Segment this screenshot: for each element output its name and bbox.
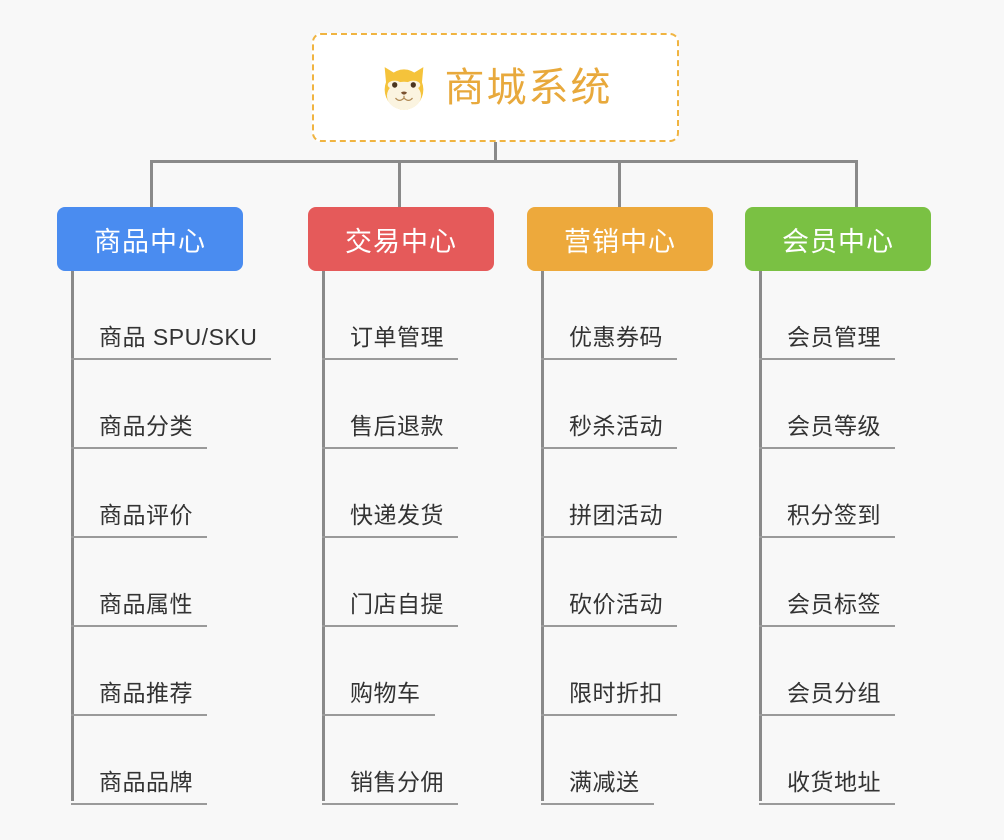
leaf-underline: 会员管理 bbox=[759, 323, 895, 360]
leaf-item[interactable]: 满减送 bbox=[527, 716, 713, 805]
leaf-item[interactable]: 会员标签 bbox=[745, 538, 931, 627]
leaf-label: 商品属性 bbox=[99, 590, 193, 617]
shiba-dog-face-icon bbox=[384, 66, 423, 110]
leaf-label: 会员等级 bbox=[787, 412, 881, 439]
leaf-item[interactable]: 售后退款 bbox=[308, 360, 494, 449]
leaf-underline: 商品推荐 bbox=[71, 679, 207, 716]
leaf-label: 售后退款 bbox=[350, 412, 444, 439]
leaf-item[interactable]: 购物车 bbox=[308, 627, 494, 716]
leaf-underline: 砍价活动 bbox=[541, 590, 677, 627]
leaf-label: 积分签到 bbox=[787, 501, 881, 528]
leaf-item[interactable]: 砍价活动 bbox=[527, 538, 713, 627]
connector-drop-4 bbox=[855, 160, 858, 207]
leaf-label: 商品推荐 bbox=[99, 679, 193, 706]
leaf-label: 会员分组 bbox=[787, 679, 881, 706]
leaf-underline: 满减送 bbox=[541, 768, 654, 805]
leaf-item[interactable]: 积分签到 bbox=[745, 449, 931, 538]
leaf-label: 收货地址 bbox=[787, 768, 881, 795]
branch-header-2[interactable]: 交易中心 bbox=[308, 207, 494, 271]
leaf-item[interactable]: 限时折扣 bbox=[527, 627, 713, 716]
leaf-label: 满减送 bbox=[569, 768, 640, 795]
leaf-item[interactable]: 商品分类 bbox=[57, 360, 243, 449]
leaf-list-4: 会员管理会员等级积分签到会员标签会员分组收货地址 bbox=[745, 271, 931, 805]
leaf-label: 商品分类 bbox=[99, 412, 193, 439]
leaf-underline: 限时折扣 bbox=[541, 679, 677, 716]
leaf-item[interactable]: 秒杀活动 bbox=[527, 360, 713, 449]
connector-bus bbox=[150, 160, 858, 163]
root-title: 商城系统 bbox=[444, 65, 613, 110]
connector-drop-1 bbox=[150, 160, 153, 207]
branch-header-4[interactable]: 会员中心 bbox=[745, 207, 931, 271]
leaf-item[interactable]: 优惠券码 bbox=[527, 271, 713, 360]
leaf-item[interactable]: 门店自提 bbox=[308, 538, 494, 627]
leaf-label: 拼团活动 bbox=[569, 501, 663, 528]
leaf-item[interactable]: 快递发货 bbox=[308, 449, 494, 538]
leaf-item[interactable]: 会员等级 bbox=[745, 360, 931, 449]
leaf-underline: 订单管理 bbox=[322, 323, 458, 360]
leaf-underline: 商品属性 bbox=[71, 590, 207, 627]
leaf-item[interactable]: 会员分组 bbox=[745, 627, 931, 716]
branch-column-4: 会员中心会员管理会员等级积分签到会员标签会员分组收货地址 bbox=[745, 207, 931, 805]
branch-column-1: 商品中心商品 SPU/SKU 商品分类商品评价商品属性商品推荐商品品牌 bbox=[57, 207, 272, 805]
leaf-label: 秒杀活动 bbox=[569, 412, 663, 439]
leaf-underline: 积分签到 bbox=[759, 501, 895, 538]
connector-drop-3 bbox=[618, 160, 621, 207]
leaf-underline: 快递发货 bbox=[322, 501, 458, 538]
leaf-underline: 会员等级 bbox=[759, 412, 895, 449]
branch-header-1[interactable]: 商品中心 bbox=[57, 207, 243, 271]
leaf-underline: 拼团活动 bbox=[541, 501, 677, 538]
branch-column-2: 交易中心订单管理售后退款快递发货门店自提购物车销售分佣 bbox=[308, 207, 494, 805]
leaf-label: 会员标签 bbox=[787, 590, 881, 617]
leaf-label: 门店自提 bbox=[350, 590, 444, 617]
leaf-label: 限时折扣 bbox=[569, 679, 663, 706]
leaf-label: 砍价活动 bbox=[569, 590, 663, 617]
leaf-item[interactable]: 会员管理 bbox=[745, 271, 931, 360]
branch-header-3[interactable]: 营销中心 bbox=[527, 207, 713, 271]
leaf-label: 商品评价 bbox=[99, 501, 193, 528]
leaf-item[interactable]: 商品 SPU/SKU bbox=[57, 271, 272, 360]
leaf-underline: 购物车 bbox=[322, 679, 435, 716]
leaf-label: 订单管理 bbox=[350, 323, 444, 350]
leaf-label: 快递发货 bbox=[350, 501, 444, 528]
leaf-item[interactable]: 商品评价 bbox=[57, 449, 243, 538]
leaf-underline: 商品评价 bbox=[71, 501, 207, 538]
leaf-label: 销售分佣 bbox=[350, 768, 444, 795]
leaf-list-1: 商品 SPU/SKU 商品分类商品评价商品属性商品推荐商品品牌 bbox=[57, 271, 272, 805]
connector-stem bbox=[494, 142, 497, 163]
leaf-underline: 会员分组 bbox=[759, 679, 895, 716]
leaf-label: 会员管理 bbox=[787, 323, 881, 350]
leaf-list-2: 订单管理售后退款快递发货门店自提购物车销售分佣 bbox=[308, 271, 494, 805]
root-node[interactable]: 商城系统 bbox=[312, 33, 679, 142]
leaf-underline: 优惠券码 bbox=[541, 323, 677, 360]
leaf-underline: 销售分佣 bbox=[322, 768, 458, 805]
leaf-label: 优惠券码 bbox=[569, 323, 663, 350]
leaf-item[interactable]: 拼团活动 bbox=[527, 449, 713, 538]
branch-column-3: 营销中心优惠券码秒杀活动拼团活动砍价活动限时折扣满减送 bbox=[527, 207, 713, 805]
leaf-underline: 秒杀活动 bbox=[541, 412, 677, 449]
leaf-underline: 收货地址 bbox=[759, 768, 895, 805]
leaf-list-3: 优惠券码秒杀活动拼团活动砍价活动限时折扣满减送 bbox=[527, 271, 713, 805]
leaf-label: 商品品牌 bbox=[99, 768, 193, 795]
leaf-item[interactable]: 商品属性 bbox=[57, 538, 243, 627]
leaf-item[interactable]: 收货地址 bbox=[745, 716, 931, 805]
leaf-item[interactable]: 商品品牌 bbox=[57, 716, 243, 805]
leaf-underline: 商品分类 bbox=[71, 412, 207, 449]
leaf-label: 购物车 bbox=[350, 679, 421, 706]
leaf-underline: 门店自提 bbox=[322, 590, 458, 627]
leaf-underline: 商品 SPU/SKU bbox=[71, 323, 272, 360]
leaf-label: 商品 SPU/SKU bbox=[99, 323, 258, 350]
leaf-item[interactable]: 商品推荐 bbox=[57, 627, 243, 716]
leaf-underline: 会员标签 bbox=[759, 590, 895, 627]
leaf-item[interactable]: 订单管理 bbox=[308, 271, 494, 360]
connector-drop-2 bbox=[398, 160, 401, 207]
leaf-underline: 售后退款 bbox=[322, 412, 458, 449]
leaf-underline: 商品品牌 bbox=[71, 768, 207, 805]
leaf-item[interactable]: 销售分佣 bbox=[308, 716, 494, 805]
